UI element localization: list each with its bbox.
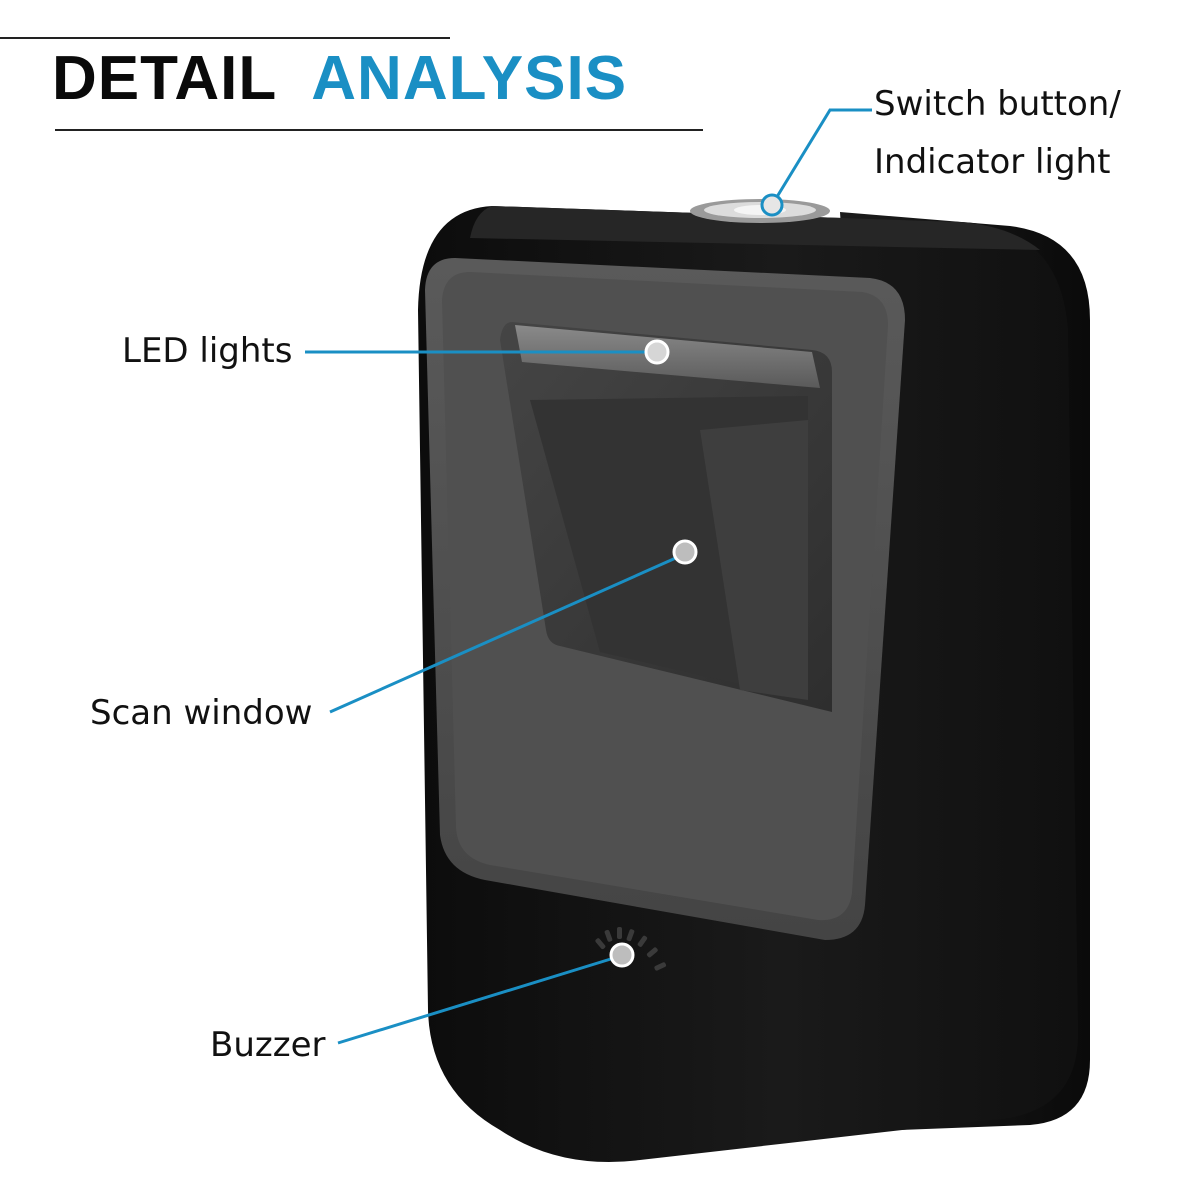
callout-led-label: LED lights bbox=[122, 331, 293, 371]
callout-scan-label: Scan window bbox=[90, 693, 313, 733]
buzzer-marker bbox=[609, 942, 635, 968]
callout-switch-line2: Indicator light bbox=[874, 142, 1111, 182]
heading-word-analysis: ANALYSIS bbox=[311, 44, 628, 113]
callout-switch-label: Switch button/ Indicator light bbox=[874, 75, 1121, 191]
switch-marker bbox=[760, 193, 784, 217]
scanner-top-edge bbox=[470, 206, 1040, 250]
scanner-device bbox=[418, 199, 1090, 1162]
scan-marker bbox=[672, 539, 698, 565]
callout-scan-leader bbox=[329, 539, 698, 714]
callout-buzzer-label: Buzzer bbox=[210, 1025, 326, 1065]
scanner-window-reflection bbox=[700, 420, 808, 700]
callout-led-leader bbox=[305, 339, 670, 365]
led-marker bbox=[644, 339, 670, 365]
heading-word-detail: DETAIL bbox=[52, 44, 278, 113]
buzzer-holes bbox=[595, 927, 667, 971]
callout-switch-leader bbox=[760, 108, 872, 217]
callout-switch-line1: Switch button/ bbox=[874, 84, 1121, 124]
callout-buzzer-leader bbox=[337, 942, 635, 1045]
